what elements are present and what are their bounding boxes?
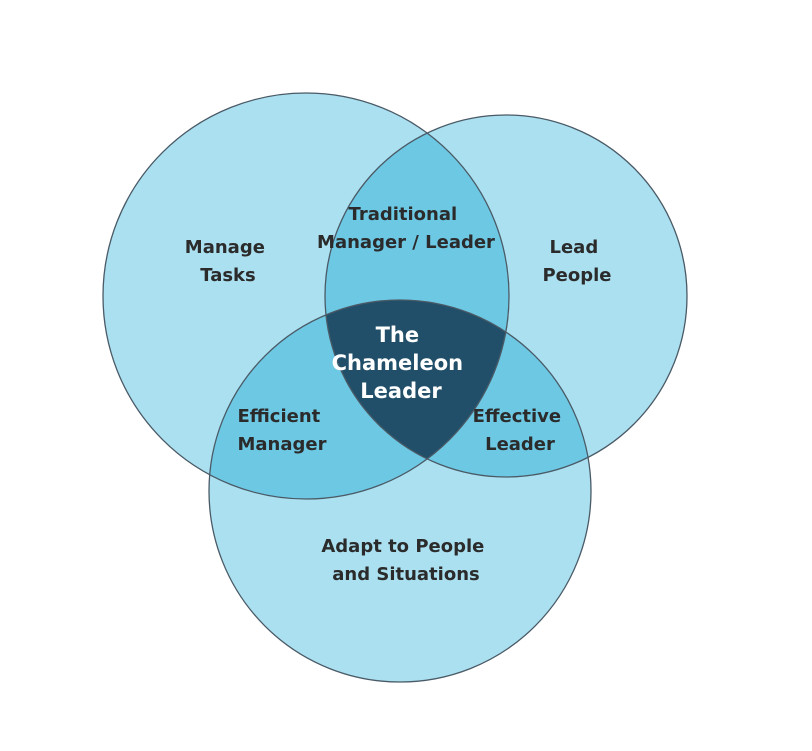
label-manage-tasks: Manage Tasks [185,237,271,286]
label-adapt-to-people: Adapt to People and Situations [321,536,490,585]
label-effective-leader: Effective Leader [473,406,568,455]
label-efficient-manager: Efficient Manager [237,406,326,455]
outline-adapt [208,299,592,683]
outline-lead-people [324,114,688,478]
outline-manage-tasks [102,92,510,500]
label-traditional-manager-leader: Traditional Manager / Leader [317,204,495,253]
label-chameleon-leader: The Chameleon Leader [332,323,471,403]
overlap-effective-leader [325,300,591,477]
label-lead-people: Lead People [542,237,611,286]
